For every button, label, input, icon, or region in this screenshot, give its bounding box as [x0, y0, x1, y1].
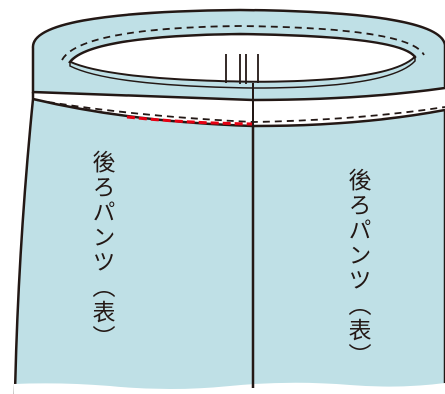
- waistband-bottom-stitch: [35, 99, 445, 123]
- bottom-cut-edge: [14, 382, 445, 394]
- belt-loop: [225, 54, 259, 84]
- highlight-stitch: [126, 115, 253, 126]
- left-panel-label: 後ろパンツ（表）: [88, 150, 114, 350]
- inner-stitch-line: [61, 25, 425, 61]
- pants-body: [13, 92, 445, 394]
- waistband-inner-rim: [69, 55, 416, 89]
- right-panel-label: 後ろパンツ（表）: [344, 168, 370, 368]
